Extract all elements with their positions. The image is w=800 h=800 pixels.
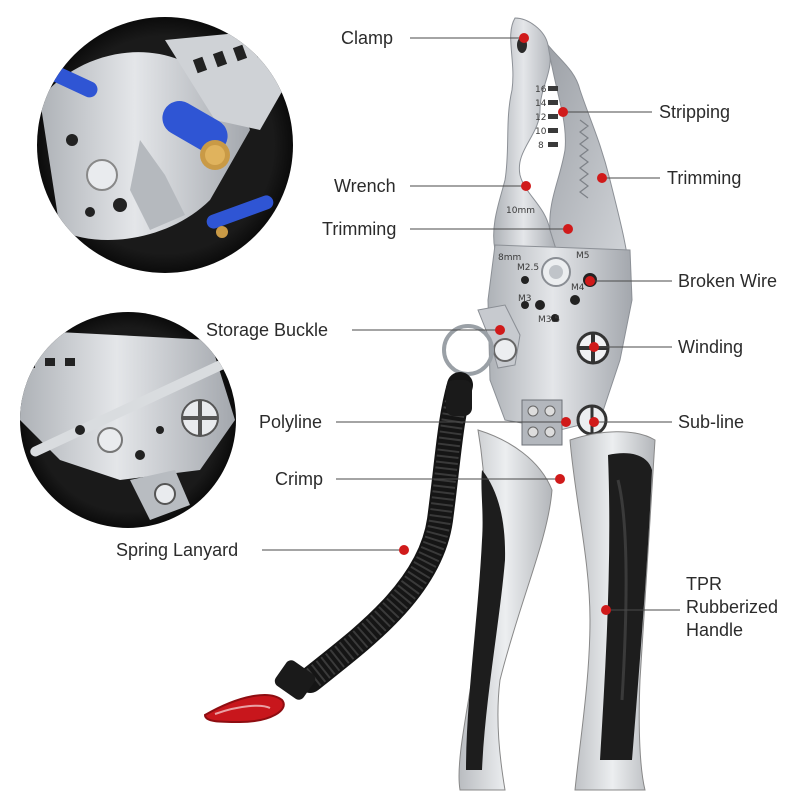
zoom-inset-middle — [20, 312, 236, 528]
callout-label-spring-lanyard: Spring Lanyard — [116, 540, 239, 560]
carabiner — [203, 694, 285, 724]
callout-label-clamp: Clamp — [341, 28, 394, 48]
wrench-size-label: 10mm — [506, 206, 535, 216]
callout-dot — [521, 181, 531, 191]
gauge-label: 8 — [538, 141, 544, 151]
callout-label-tpr-handle: TPR Rubberized Handle — [686, 574, 779, 640]
callout-dot — [558, 107, 568, 117]
thread-label: M3.5 — [538, 315, 560, 325]
thread-label: M3 — [518, 294, 532, 304]
gauge-label: 16 — [535, 85, 547, 95]
callout-dot — [597, 173, 607, 183]
callout-dot — [601, 605, 611, 615]
thread-label: 8mm — [498, 253, 521, 263]
callout-label-wrench: Wrench — [334, 176, 396, 196]
callout-label-storage-buckle: Storage Buckle — [206, 320, 329, 340]
gauge-label: 14 — [535, 99, 547, 109]
callout-dot — [399, 545, 409, 555]
callout-dot — [555, 474, 565, 484]
callout-label-winding: Winding — [678, 337, 744, 357]
thread-label: M5 — [576, 251, 590, 261]
key-ring — [442, 324, 494, 376]
thread-label: M2.5 — [517, 263, 539, 273]
spring-lanyard — [274, 372, 473, 700]
callout-label-sub-line: Sub-line — [678, 412, 745, 432]
callout-dot — [563, 224, 573, 234]
callout-dot — [589, 342, 599, 352]
gauge-label: 10 — [535, 127, 547, 137]
callout-label-polyline: Polyline — [259, 412, 323, 432]
callout-dot — [561, 417, 571, 427]
right-handle — [569, 431, 656, 791]
callout-label-trimming-right: Trimming — [667, 168, 742, 188]
callout-dot — [589, 417, 599, 427]
left-handle — [458, 429, 553, 791]
callout-label-stripping: Stripping — [659, 102, 731, 122]
zoom-inset-top — [37, 17, 293, 273]
thread-label: M4 — [571, 283, 585, 293]
callout-leaders — [262, 33, 680, 615]
gauge-label: 12 — [535, 113, 546, 123]
callout-label-broken-wire: Broken Wire — [678, 271, 778, 291]
callout-label-crimp: Crimp — [275, 469, 323, 489]
callout-label-trimming-left: Trimming — [322, 219, 397, 239]
callout-dot — [519, 33, 529, 43]
callout-dot — [585, 276, 595, 286]
plier-jaw: 16 14 12 10 8 10mm — [493, 17, 631, 286]
plier-head: 8mm M2.5 M3 M3.5 M4 M5 — [477, 244, 633, 446]
callout-dot — [495, 325, 505, 335]
